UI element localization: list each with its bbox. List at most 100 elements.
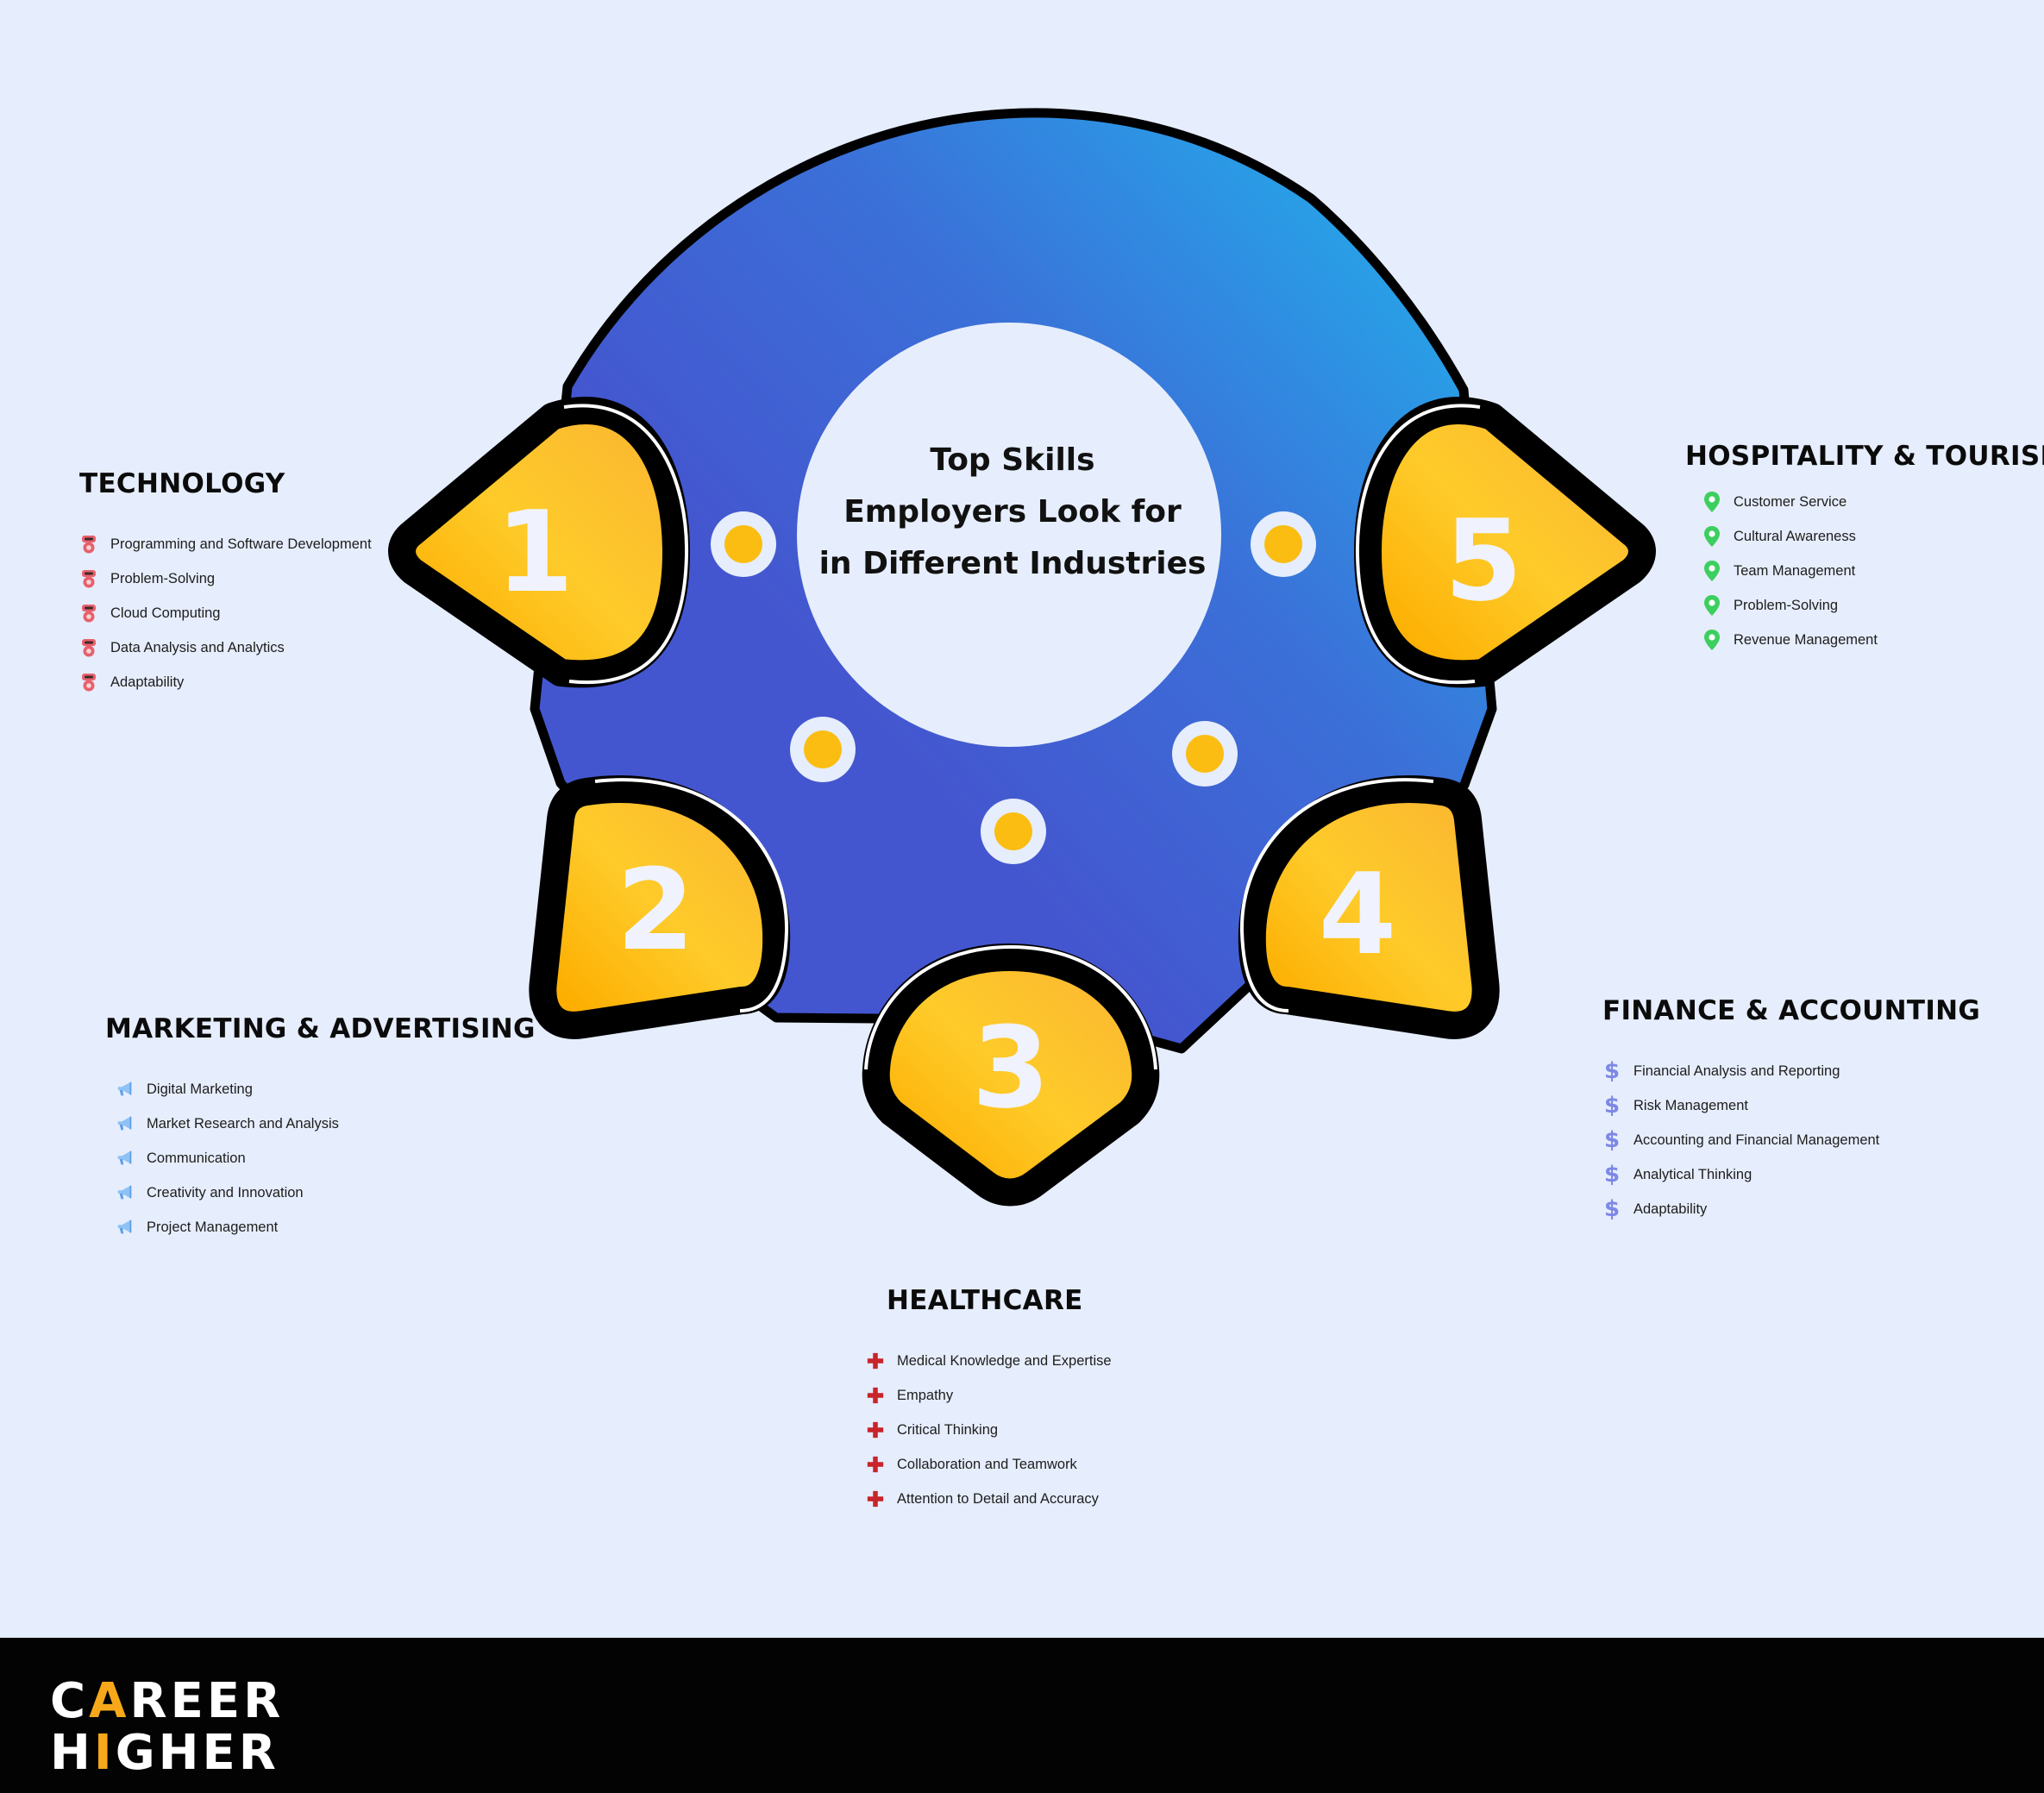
list-item: Creativity and Innovation bbox=[116, 1175, 536, 1210]
badge-1: 1 bbox=[388, 397, 690, 688]
list-item-label: Analytical Thinking bbox=[1633, 1166, 1752, 1182]
list-item-label: Accounting and Financial Management bbox=[1633, 1132, 1880, 1148]
badge-number-3: 3 bbox=[972, 1002, 1050, 1133]
dot bbox=[1251, 511, 1316, 577]
list-item-label: Data Analysis and Analytics bbox=[110, 639, 285, 655]
location-pin-icon bbox=[1702, 628, 1721, 652]
section-heading: HOSPITALITY & TOURISM bbox=[1685, 441, 2044, 472]
location-pin-icon bbox=[1702, 524, 1721, 549]
robot-icon bbox=[79, 636, 98, 660]
badge-number-5: 5 bbox=[1445, 495, 1522, 626]
list-item-label: Attention to Detail and Accuracy bbox=[897, 1490, 1099, 1507]
medical-cross-icon bbox=[866, 1349, 885, 1373]
medical-cross-icon bbox=[866, 1383, 885, 1407]
dollar-icon: $ bbox=[1603, 1127, 1621, 1153]
list-item: $ Adaptability bbox=[1602, 1192, 1980, 1226]
badge-4: 4 bbox=[1238, 774, 1500, 1039]
list-item: Customer Service bbox=[1702, 485, 1878, 519]
list-item-label: Revenue Management bbox=[1734, 631, 1878, 648]
list-item: Programming and Software Development bbox=[79, 527, 372, 561]
list-item: Cultural Awareness bbox=[1702, 519, 1878, 554]
list-item-label: Risk Management bbox=[1633, 1097, 1748, 1113]
list-item-label: Collaboration and Teamwork bbox=[897, 1456, 1077, 1472]
skill-list: Medical Knowledge and Expertise Empathy … bbox=[866, 1344, 1112, 1516]
list-item: Medical Knowledge and Expertise bbox=[866, 1344, 1112, 1378]
megaphone-icon bbox=[116, 1112, 135, 1136]
location-pin-icon bbox=[1702, 593, 1721, 618]
section-hospitality: HOSPITALITY & TOURISM bbox=[1685, 441, 2044, 499]
dot bbox=[1172, 721, 1238, 787]
footer: CAREER HIGHER bbox=[0, 1638, 2044, 1793]
brand-line-2: HIGHER bbox=[50, 1725, 279, 1781]
list-item: Collaboration and Teamwork bbox=[866, 1447, 1112, 1482]
list-item: Revenue Management bbox=[1702, 623, 1878, 657]
list-item-label: Critical Thinking bbox=[897, 1421, 999, 1438]
list-item: Critical Thinking bbox=[866, 1413, 1112, 1447]
list-item: Empathy bbox=[866, 1378, 1112, 1413]
robot-icon bbox=[79, 567, 98, 591]
section-healthcare: HEALTHCARE Medical Knowledge and Experti… bbox=[867, 1285, 1112, 1516]
dot bbox=[790, 717, 856, 782]
list-item-label: Medical Knowledge and Expertise bbox=[897, 1352, 1112, 1369]
section-technology: TECHNOLOGY Programming and Software Deve… bbox=[79, 468, 372, 699]
location-pin-icon bbox=[1702, 490, 1721, 514]
section-marketing: MARKETING & ADVERTISING Digital Marketin… bbox=[105, 1013, 536, 1244]
megaphone-icon bbox=[116, 1215, 135, 1239]
megaphone-icon bbox=[116, 1077, 135, 1101]
location-pin-icon bbox=[1702, 559, 1721, 583]
diagram-title: Top Skills Employers Look for in Differe… bbox=[819, 442, 1207, 581]
title-line-1: Top Skills bbox=[930, 442, 1094, 478]
badge-5: 5 bbox=[1354, 397, 1656, 688]
list-item: Problem-Solving bbox=[1702, 588, 1878, 623]
medical-cross-icon bbox=[866, 1418, 885, 1442]
list-item-label: Cultural Awareness bbox=[1734, 528, 1856, 544]
brand-line-1: CAREER bbox=[50, 1673, 285, 1729]
section-finance: FINANCE & ACCOUNTING $ Financial Analysis… bbox=[1602, 995, 1980, 1226]
section-heading: FINANCE & ACCOUNTING bbox=[1602, 995, 1981, 1026]
brand-logo[interactable]: CAREER HIGHER bbox=[50, 1676, 284, 1779]
list-item-label: Communication bbox=[147, 1150, 246, 1166]
list-item: $ Risk Management bbox=[1602, 1088, 1980, 1123]
badge-3: 3 bbox=[862, 944, 1160, 1207]
list-item: $ Analytical Thinking bbox=[1602, 1157, 1980, 1192]
skills-diagram: Top Skills Employers Look for in Differe… bbox=[388, 108, 1656, 1207]
badge-number-1: 1 bbox=[496, 486, 574, 618]
list-item-label: Creativity and Innovation bbox=[147, 1184, 304, 1201]
list-item: Adaptability bbox=[79, 665, 372, 699]
list-item-label: Programming and Software Development bbox=[110, 536, 372, 552]
section-heading: TECHNOLOGY bbox=[79, 468, 285, 499]
list-item: Digital Marketing bbox=[116, 1072, 536, 1107]
list-item-label: Market Research and Analysis bbox=[147, 1115, 339, 1132]
skill-list: $ Financial Analysis and Reporting $ Risk … bbox=[1602, 1054, 1980, 1226]
skill-list: Customer Service Cultural Awareness Team… bbox=[1702, 485, 1878, 657]
badge-number-4: 4 bbox=[1319, 849, 1396, 980]
list-item: Attention to Detail and Accuracy bbox=[866, 1482, 1112, 1516]
list-item-label: Financial Analysis and Reporting bbox=[1633, 1063, 1840, 1079]
list-item: Market Research and Analysis bbox=[116, 1107, 536, 1141]
list-item-label: Digital Marketing bbox=[147, 1081, 253, 1097]
section-heading: HEALTHCARE bbox=[887, 1285, 1083, 1316]
dollar-icon: $ bbox=[1603, 1058, 1621, 1084]
list-item: Data Analysis and Analytics bbox=[79, 630, 372, 665]
section-heading: MARKETING & ADVERTISING bbox=[105, 1013, 536, 1044]
list-item: Project Management bbox=[116, 1210, 536, 1244]
dollar-icon: $ bbox=[1603, 1093, 1621, 1119]
list-item-label: Problem-Solving bbox=[1734, 597, 1839, 613]
list-item-label: Project Management bbox=[147, 1219, 279, 1235]
robot-icon bbox=[79, 670, 98, 694]
dollar-icon: $ bbox=[1603, 1162, 1621, 1188]
list-item-label: Team Management bbox=[1734, 562, 1856, 579]
medical-cross-icon bbox=[866, 1452, 885, 1476]
list-item: Team Management bbox=[1702, 554, 1878, 588]
center-circle bbox=[797, 323, 1221, 747]
dot bbox=[711, 511, 776, 577]
list-item-label: Adaptability bbox=[1633, 1201, 1708, 1217]
dollar-icon: $ bbox=[1603, 1196, 1621, 1222]
list-item-label: Cloud Computing bbox=[110, 605, 221, 621]
badge-2: 2 bbox=[529, 774, 791, 1039]
list-item: $ Financial Analysis and Reporting bbox=[1602, 1054, 1980, 1088]
list-item-label: Problem-Solving bbox=[110, 570, 216, 586]
list-item-label: Empathy bbox=[897, 1387, 954, 1403]
section-hospitality-list: Customer Service Cultural Awareness Team… bbox=[1702, 485, 1878, 657]
dot bbox=[981, 799, 1046, 864]
